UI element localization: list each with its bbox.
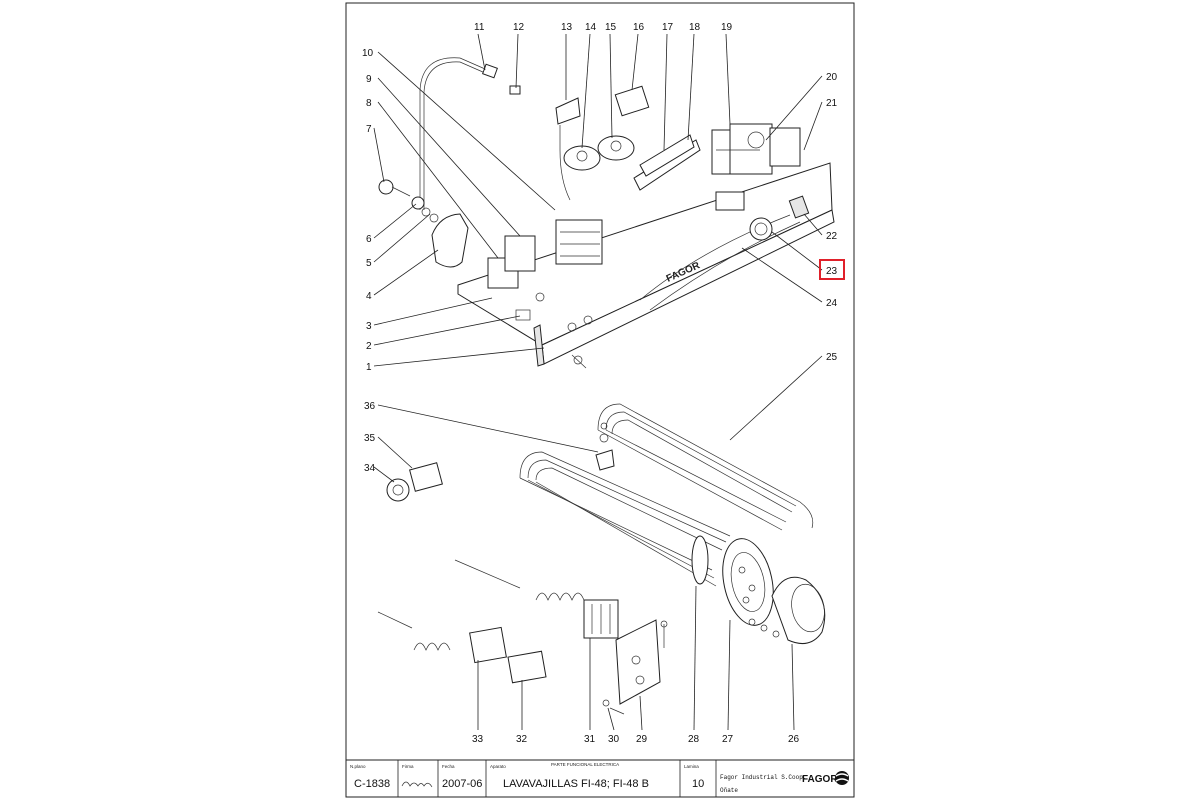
callout-36[interactable]: 36 [364, 401, 376, 412]
callout-6[interactable]: 6 [366, 234, 372, 245]
callout-29[interactable]: 29 [636, 734, 648, 745]
callout-9[interactable]: 9 [366, 74, 372, 85]
fecha-label: Fecha [442, 764, 455, 769]
callout-4[interactable]: 4 [366, 291, 372, 302]
callout-24[interactable]: 24 [826, 298, 838, 309]
title-block: N.plano C-1838 Firma Fecha 2007-06 Apara… [345, 759, 855, 798]
callout-21[interactable]: 21 [826, 98, 838, 109]
callout-31[interactable]: 31 [584, 734, 596, 745]
callout-2[interactable]: 2 [366, 341, 372, 352]
fagor-logo-icon [835, 771, 849, 785]
callout-18[interactable]: 18 [689, 22, 701, 33]
callout-26[interactable]: 26 [788, 734, 800, 745]
plano-value: C-1838 [354, 778, 390, 790]
callout-8[interactable]: 8 [366, 98, 372, 109]
company-city: Oñate [720, 787, 738, 794]
callout-34[interactable]: 34 [364, 463, 376, 474]
fagor-logo-text: FAGOR [802, 774, 838, 785]
plano-label: N.plano [350, 764, 366, 769]
section-label: PARTE FUNCIONAL ELECTRICA [551, 762, 619, 767]
callout-3[interactable]: 3 [366, 321, 372, 332]
callout-15[interactable]: 15 [605, 22, 617, 33]
company-name: Fagor Industrial S.Coop. [720, 774, 806, 781]
callout-10[interactable]: 10 [362, 48, 374, 59]
callout-22[interactable]: 22 [826, 231, 838, 242]
callout-27[interactable]: 27 [722, 734, 734, 745]
callout-35[interactable]: 35 [364, 433, 376, 444]
callout-16[interactable]: 16 [633, 22, 645, 33]
aparato-value: LAVAVAJILLAS FI-48; FI-48 B [503, 778, 649, 790]
callout-13[interactable]: 13 [561, 22, 573, 33]
callout-11[interactable]: 11 [474, 22, 485, 33]
callout-32[interactable]: 32 [516, 734, 528, 745]
fecha-value: 2007-06 [442, 778, 482, 790]
callout-20[interactable]: 20 [826, 72, 838, 83]
aparato-label: Aparato [490, 764, 506, 769]
callout-25[interactable]: 25 [826, 352, 838, 363]
signature-mark [401, 781, 433, 788]
sheet-border [345, 2, 855, 798]
callout-30[interactable]: 30 [608, 734, 620, 745]
callout-labels: 11 12 13 14 15 16 17 18 19 10 9 8 7 6 5 … [362, 22, 845, 745]
callout-23[interactable]: 23 [826, 266, 838, 277]
lamina-label: Lamina [684, 764, 699, 769]
callout-17[interactable]: 17 [662, 22, 674, 33]
callout-33[interactable]: 33 [472, 734, 484, 745]
callout-23-highlight [819, 259, 845, 280]
callout-7[interactable]: 7 [366, 124, 372, 135]
firma-label: Firma [402, 764, 414, 769]
control-panel-assembly: FAGOR [378, 57, 835, 369]
callout-28[interactable]: 28 [688, 734, 700, 745]
callout-5[interactable]: 5 [366, 258, 372, 269]
callout-19[interactable]: 19 [721, 22, 733, 33]
lamina-value: 10 [692, 778, 704, 790]
callout-1[interactable]: 1 [366, 362, 372, 373]
callout-14[interactable]: 14 [585, 22, 597, 33]
callout-12[interactable]: 12 [513, 22, 525, 33]
leader-lines [373, 33, 823, 731]
heating-assembly [377, 403, 826, 715]
